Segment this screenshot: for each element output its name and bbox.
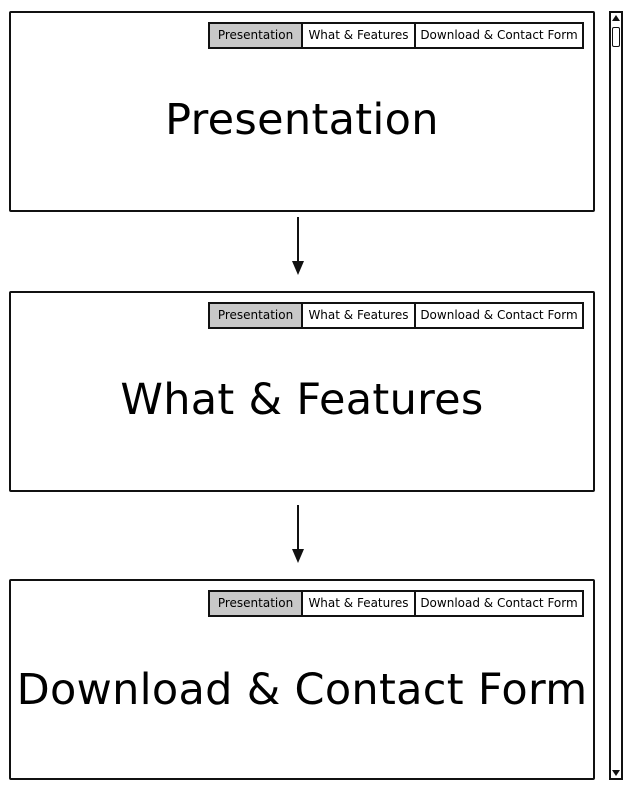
wireframe-panel-download-contact: Presentation What & Features Download & … xyxy=(9,579,595,780)
panel-title: Presentation xyxy=(165,95,439,145)
tab-what-features[interactable]: What & Features xyxy=(301,304,414,327)
tab-presentation[interactable]: Presentation xyxy=(210,592,301,615)
panel-title: Download & Contact Form xyxy=(16,665,588,715)
scroll-down-arrow-icon[interactable] xyxy=(611,768,621,778)
scroll-up-arrow-icon[interactable] xyxy=(611,13,621,23)
scrollbar-thumb[interactable] xyxy=(612,27,620,47)
tab-presentation[interactable]: Presentation xyxy=(210,24,301,47)
tab-download-contact-form[interactable]: Download & Contact Form xyxy=(414,24,582,47)
wireframe-panel-presentation: Presentation What & Features Download & … xyxy=(9,11,595,212)
tab-download-contact-form[interactable]: Download & Contact Form xyxy=(414,592,582,615)
wireframe-panel-what-features: Presentation What & Features Download & … xyxy=(9,291,595,492)
tab-bar: Presentation What & Features Download & … xyxy=(208,22,584,49)
tab-download-contact-form[interactable]: Download & Contact Form xyxy=(414,304,582,327)
tab-bar: Presentation What & Features Download & … xyxy=(208,302,584,329)
vertical-scrollbar[interactable] xyxy=(609,11,623,780)
arrow-down-icon xyxy=(292,217,304,275)
panel-title: What & Features xyxy=(120,375,484,425)
tab-what-features[interactable]: What & Features xyxy=(301,592,414,615)
tab-what-features[interactable]: What & Features xyxy=(301,24,414,47)
tab-presentation[interactable]: Presentation xyxy=(210,304,301,327)
tab-bar: Presentation What & Features Download & … xyxy=(208,590,584,617)
arrow-down-icon xyxy=(292,505,304,563)
